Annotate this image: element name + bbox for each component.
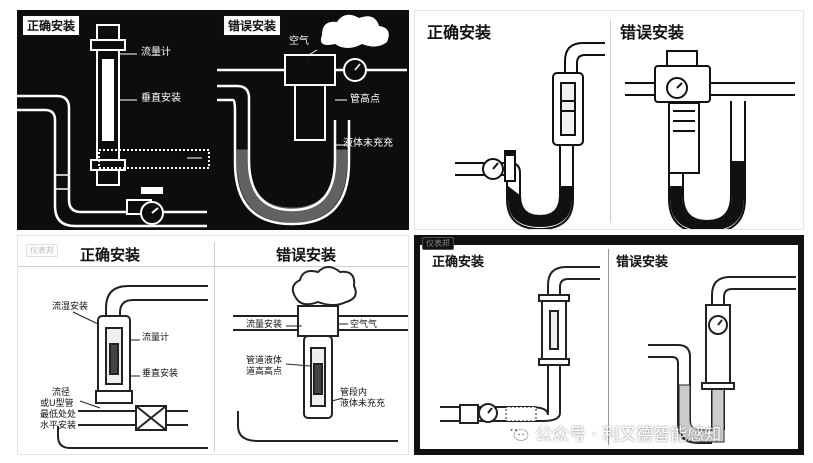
filter-wrong-2 [654, 50, 711, 174]
label-air: 空气 [289, 36, 309, 47]
label-flow-path-2: 或U型管 [40, 399, 74, 409]
label-pipe-liquid-1: 管道液体 [246, 356, 283, 366]
label-flowmeter: 流量计 [141, 47, 171, 58]
correct-pipe-path [17, 94, 207, 228]
valve-gauge-2 [482, 150, 516, 182]
label-vertical-3: 垂直安装 [142, 369, 179, 379]
valve-3 [135, 405, 167, 431]
flowmeter-correct-3 [95, 315, 133, 404]
panel-white-diagram-2: 正确安装 错误安装 [414, 10, 804, 230]
label-flow-path-3: 最低处处 [40, 410, 77, 420]
panel3-brand-tag: 仪表邦 [26, 244, 58, 257]
label-flow-path-4: 水平安装 [40, 421, 77, 431]
label-vertical: 垂直安装 [141, 93, 181, 104]
panel-white-diagram-3: 仪表邦 正确安装 错误安装 [17, 235, 409, 455]
label-flow-path-1: 流径 [52, 388, 71, 398]
label-flowmeter-3: 流量计 [142, 333, 170, 343]
label-pipe-liquid-2: 道高高点 [246, 367, 283, 377]
pipe-stripe-left [54, 174, 70, 190]
panel4-inner: 正确安装 错误安装 [420, 245, 798, 449]
panel2-correct-title: 正确安装 [427, 23, 492, 42]
panel-framed-diagram-4: 正确安装 错误安装 [414, 235, 804, 455]
flowmeter-correct-4 [538, 294, 570, 366]
watermark-text: 公众号 · 利又德智能感知 [535, 425, 722, 445]
flowmeter-wrong-3 [297, 305, 339, 419]
label-not-full: 液体未充充 [343, 138, 393, 149]
label-air-3: 空气气 [350, 320, 378, 330]
panel4-divider [608, 249, 609, 445]
panel1-correct-title: 正确安装 [22, 15, 81, 36]
panel4-illustration [440, 266, 796, 444]
watermark: 公众号 · 利又德智能感知 [505, 420, 721, 445]
panel1-wrong-title: 错误安装 [223, 15, 282, 36]
label-pipe-section-2: 液体未充充 [340, 399, 386, 409]
panel3-correct-title: 正确安装 [80, 246, 141, 264]
panel4-brand-tag: 仪表邦 [422, 237, 454, 250]
filter-wrong [284, 54, 336, 141]
flowmeter-correct [90, 24, 126, 186]
panel2-wrong-title: 错误安装 [620, 23, 685, 42]
wechat-icon [506, 424, 529, 441]
liquid-fill-wrong [236, 149, 348, 223]
panel4-wrong-title: 错误安装 [616, 255, 669, 270]
panel2-illustration [455, 42, 795, 229]
panel1-illustration [17, 14, 407, 228]
panel2-divider [610, 19, 611, 223]
panel3-illustration [57, 266, 408, 449]
air-cloud-3 [291, 266, 357, 306]
panel4-correct-title: 正确安装 [432, 255, 485, 270]
flowmeter-correct-2 [552, 72, 584, 146]
panel-black-diagram: 正确安装 错误安装 流量计 垂直安装 U型管低处水平 空气 管高点 液体未充充 [17, 10, 409, 230]
valve-gauge-4 [459, 403, 498, 424]
label-pipe-high-point: 管高点 [350, 94, 380, 105]
label-u-trap: U型管低处水平 [129, 152, 177, 160]
panel3-divider [214, 242, 215, 452]
valve-gauge-correct [126, 187, 164, 225]
label-flow-install-wrong: 流量安装 [246, 320, 283, 330]
air-cloud [320, 14, 389, 48]
label-flow-install: 流湿安装 [52, 302, 89, 312]
panel3-header-rule [18, 266, 408, 267]
panel3-wrong-title: 错误安装 [276, 246, 337, 264]
flowmeter-wrong-4 [701, 304, 735, 390]
label-pipe-section-1: 管段内 [340, 388, 368, 398]
